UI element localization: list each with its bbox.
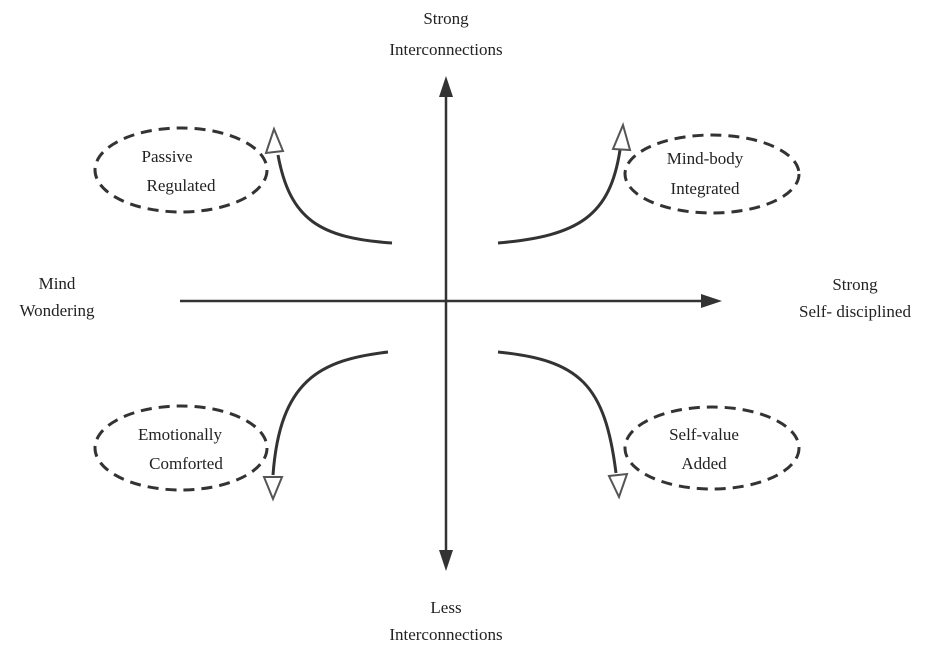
- hollow-arrow-down-icon: [262, 476, 284, 502]
- quadrant-top-right-line2: Integrated: [671, 179, 740, 198]
- horizontal-axis: [180, 294, 722, 308]
- hollow-arrow-up-icon: [611, 121, 632, 152]
- axis-bottom-label-line1: Less: [430, 598, 461, 617]
- quadrant-top-left-line1: Passive: [142, 147, 193, 166]
- curve-arrow-bottom-left: [262, 350, 389, 502]
- ellipse-passive-regulated: [93, 126, 269, 214]
- axis-left-label-line1: Mind: [39, 274, 76, 293]
- axis-bottom-label-line2: Interconnections: [389, 625, 502, 644]
- quadrant-bottom-right-line2: Added: [681, 454, 727, 473]
- arrow-down-icon: [439, 550, 453, 571]
- quadrant-top-right-line1: Mind-body: [667, 149, 744, 168]
- curve-arrow-top-right: [497, 121, 632, 245]
- axis-left-label-line2: Wondering: [19, 301, 95, 320]
- arrow-right-icon: [701, 294, 722, 308]
- quadrant-bottom-left-line1: Emotionally: [138, 425, 223, 444]
- quadrant-bottom-right-line1: Self-value: [669, 425, 739, 444]
- ellipse-mind-body-integrated: [623, 133, 801, 215]
- ellipse-self-value-added: [623, 405, 801, 491]
- curve-arrow-bottom-right: [497, 350, 629, 500]
- vertical-axis: [439, 76, 453, 571]
- axis-top-label-line1: Strong: [423, 9, 469, 28]
- axis-right-label-line2: Self- disciplined: [799, 302, 911, 321]
- ellipse-emotionally-comforted: [93, 404, 269, 492]
- quadrant-top-left-line2: Regulated: [147, 176, 216, 195]
- hollow-arrow-up-icon: [264, 126, 285, 155]
- curve-arrow-top-left: [264, 126, 393, 245]
- axis-right-label-line1: Strong: [832, 275, 878, 294]
- arrow-up-icon: [439, 76, 453, 97]
- hollow-arrow-down-icon: [607, 472, 629, 500]
- quadrant-bottom-left-line2: Comforted: [149, 454, 223, 473]
- axis-top-label-line2: Interconnections: [389, 40, 502, 59]
